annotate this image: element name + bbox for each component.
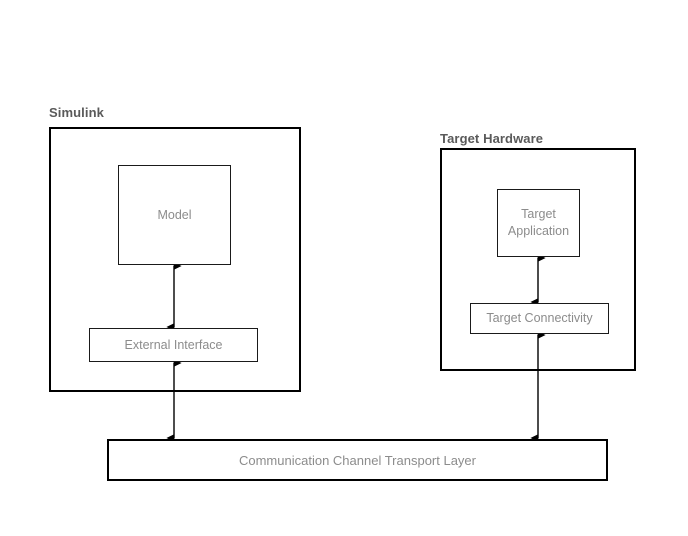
- node-model[interactable]: Model: [118, 165, 231, 265]
- group-label-simulink: Simulink: [49, 105, 104, 120]
- node-target-application-label: Target Application: [507, 207, 570, 238]
- node-external-interface-label: External Interface: [124, 337, 223, 352]
- node-model-label: Model: [157, 207, 192, 222]
- node-target-connectivity[interactable]: Target Connectivity: [470, 303, 609, 334]
- group-label-target-hardware: Target Hardware: [440, 131, 544, 146]
- container-target-hardware: [440, 148, 636, 371]
- node-transport-layer-label: Communication Channel Transport Layer: [238, 452, 476, 468]
- node-external-interface[interactable]: External Interface: [89, 328, 258, 362]
- node-target-connectivity-label: Target Connectivity: [486, 311, 593, 326]
- node-target-application[interactable]: Target Application: [497, 189, 580, 257]
- node-transport-layer[interactable]: Communication Channel Transport Layer: [107, 439, 608, 481]
